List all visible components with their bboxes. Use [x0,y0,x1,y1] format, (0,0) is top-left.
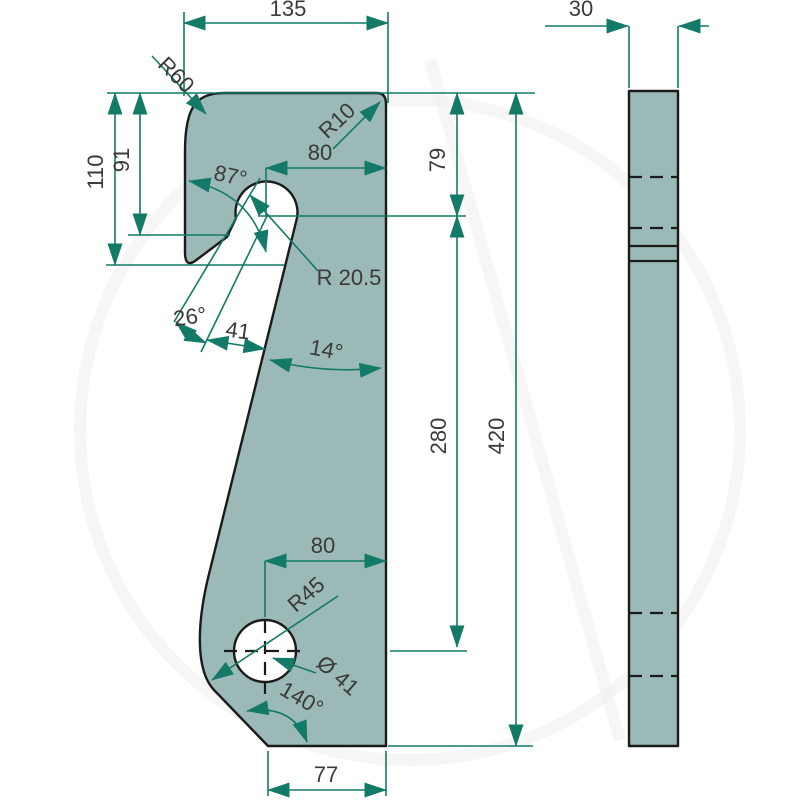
dim-label-80-top: 80 [308,140,332,165]
dim-label-91: 91 [109,148,134,172]
dim-label-14deg: 14° [308,334,345,364]
front-view [183,91,388,748]
dim-angle-26: 26° [172,302,208,344]
dim-height-110: 110 [83,92,123,266]
dim-label-79: 79 [425,148,450,172]
dim-angle-87: 87° [188,160,269,253]
dim-label-77: 77 [314,762,338,787]
dim-label-135: 135 [270,0,307,21]
dim-label-280: 280 [426,418,451,455]
dim-label-26deg: 26° [172,302,208,331]
part-outline-side [627,89,680,748]
dim-height-420: 420 [484,92,524,747]
watermark-stripe [424,58,626,742]
watermark-circle [74,94,746,766]
dim-hole-offset-80: 80 [264,533,387,569]
dim-label-41: 41 [224,316,252,344]
dim-bottom-width-77: 77 [267,762,387,798]
dim-label-110: 110 [83,154,108,189]
side-view [627,89,680,748]
dim-radius-20-5: R 20.5 [249,194,382,290]
dim-label-r20-5: R 20.5 [317,265,382,290]
dim-mouth-41: 41 [206,316,266,354]
dim-label-80-bottom: 80 [311,533,335,558]
dim-thickness-30: 30 [545,0,709,34]
dim-angle-14: 14° [269,334,382,378]
dim-label-30: 30 [569,0,593,21]
part-outline-front [183,91,388,748]
dim-label-420: 420 [484,418,509,455]
dim-slot-depth-79: 79 [425,92,465,217]
dim-height-91: 91 [109,92,148,236]
dim-width-135: 135 [183,0,389,31]
dim-height-280: 280 [426,215,465,648]
dim-slot-offset-80: 80 [265,140,387,176]
dim-label-r60: R60 [153,52,199,98]
dim-radius-60: R60 [151,52,207,115]
